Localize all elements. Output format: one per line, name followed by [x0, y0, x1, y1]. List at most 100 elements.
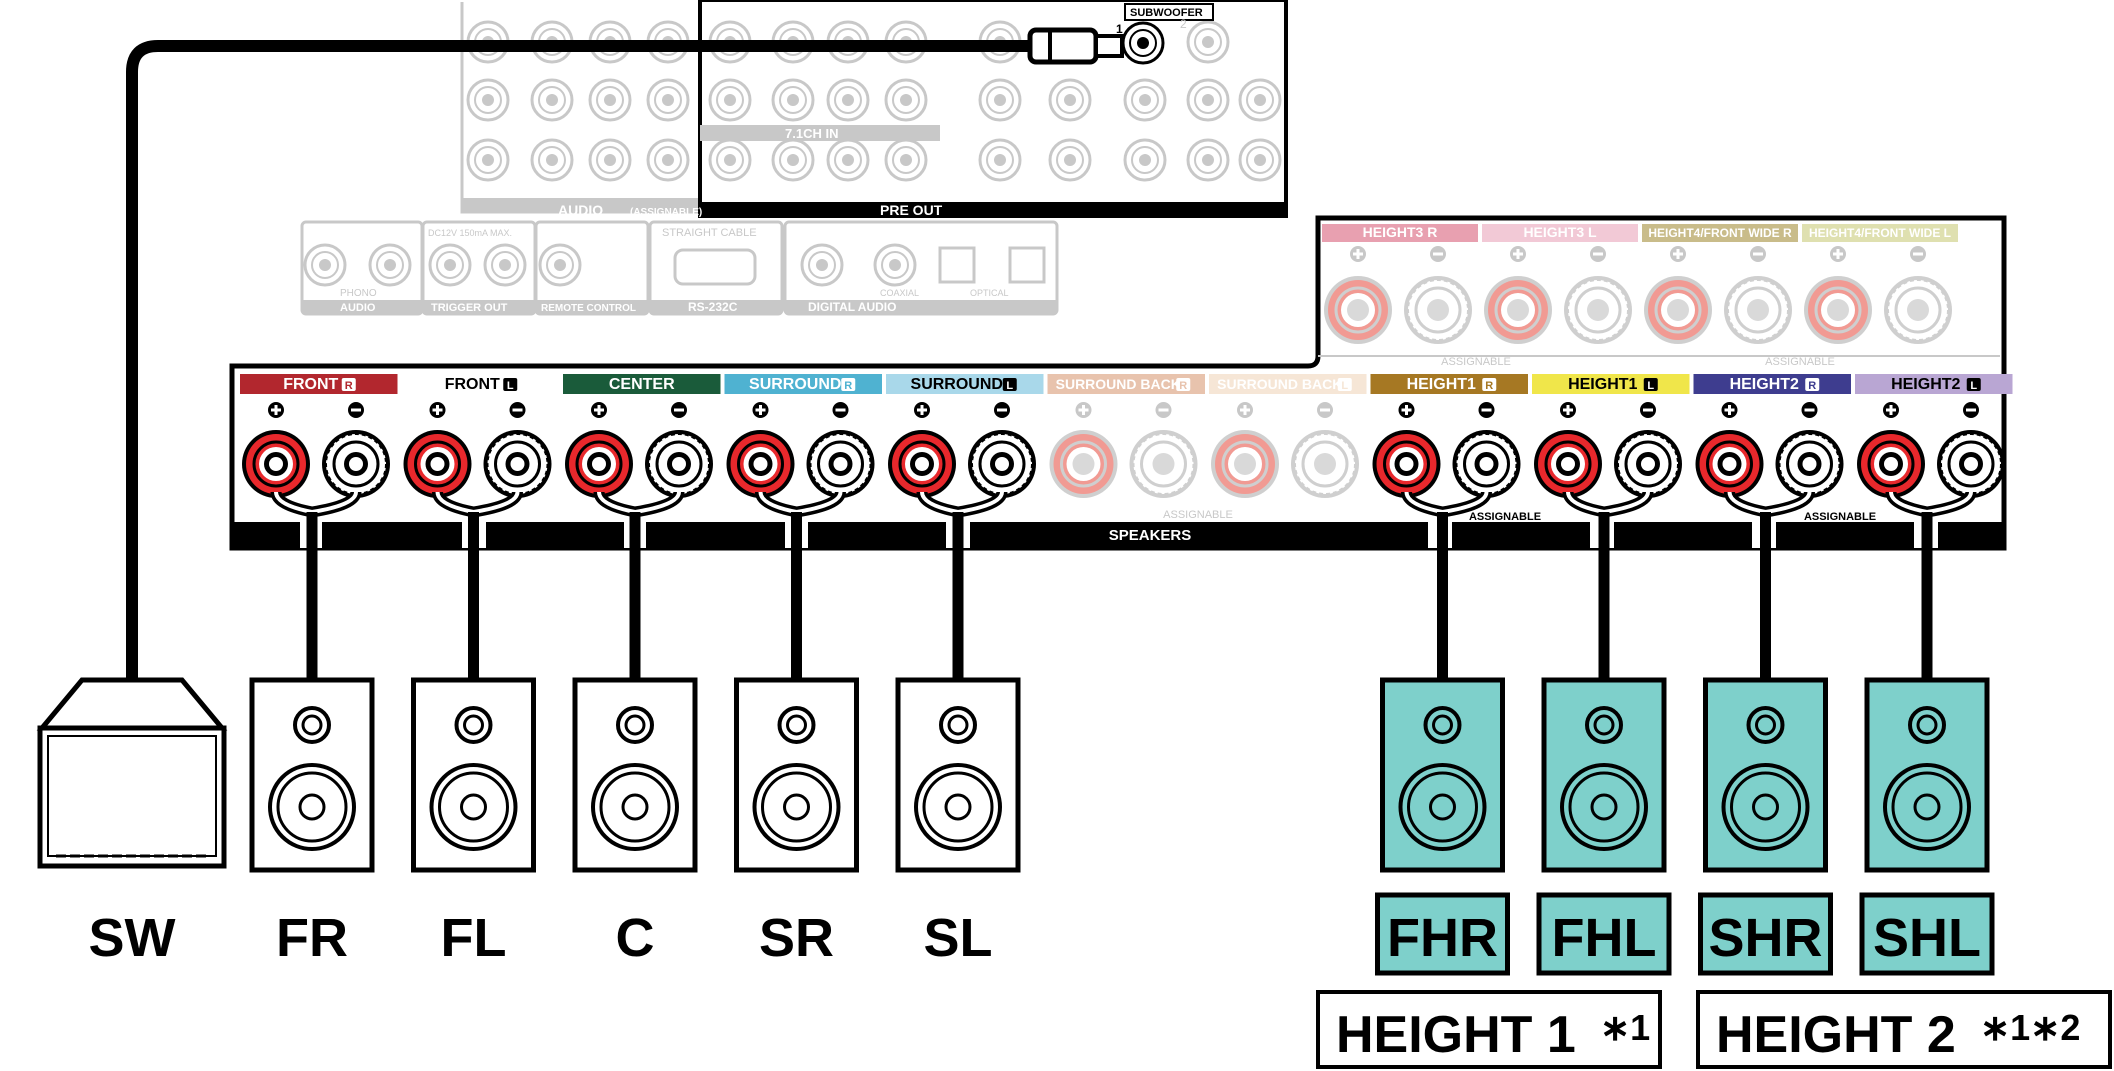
terminal-negative[interactable] — [320, 428, 392, 500]
faded-rca-jack — [978, 78, 1022, 122]
height-panel-label-bg — [1642, 224, 1798, 242]
height-panel-label: HEIGHT3 R — [1363, 224, 1438, 240]
plus-icon — [914, 402, 930, 418]
terminal-positive[interactable] — [402, 428, 473, 500]
plus-icon — [268, 402, 284, 418]
woofer-icon — [591, 763, 679, 851]
height2-group-note: ∗1∗2 — [1980, 1007, 2080, 1048]
speaker-code-box — [1375, 892, 1510, 976]
assignable-label-surround-back: ASSIGNABLE — [1163, 509, 1233, 521]
optical-label: OPTICAL — [970, 288, 1009, 298]
speaker-cabinet — [572, 677, 698, 873]
side-badge — [341, 378, 356, 391]
terminal-positive[interactable] — [1855, 428, 1927, 500]
faded-terminal-negative — [1882, 274, 1954, 346]
speaker-code-sr: SR — [759, 908, 834, 968]
tweeter-icon — [1585, 706, 1623, 744]
tweeter-icon — [777, 706, 816, 744]
terminal-negative[interactable] — [1774, 428, 1845, 500]
terminal-label: HEIGHT1 — [1568, 376, 1637, 393]
speaker-sr — [734, 677, 859, 873]
woofer-icon — [914, 763, 1002, 851]
faded-rca-jack — [708, 138, 752, 182]
speaker-fr — [249, 677, 375, 873]
terminal-label: SURROUND — [911, 376, 1003, 393]
faded-rca-jack — [646, 138, 690, 182]
phono-label: PHONO — [340, 288, 377, 299]
faded-rca-jack — [530, 78, 574, 122]
minus-icon — [671, 402, 687, 418]
assignable-label-height2: ASSIGNABLE — [1804, 511, 1876, 523]
side-badge-letter: L — [1970, 380, 1977, 392]
subwoofer-port-label: SUBWOOFER — [1130, 7, 1203, 19]
terminal-positive[interactable] — [1371, 428, 1442, 500]
terminal-negative[interactable] — [1451, 428, 1522, 500]
plus-icon — [1237, 402, 1253, 418]
side-badge — [503, 378, 518, 391]
terminal-positive[interactable] — [563, 428, 635, 500]
faded-rca-jack — [978, 138, 1022, 182]
faded-rca-jack — [1186, 138, 1230, 182]
minus-icon — [1590, 246, 1606, 262]
terminal-negative[interactable] — [643, 428, 715, 500]
tweeter-icon — [293, 706, 331, 744]
speaker-sl — [895, 677, 1021, 873]
minus-icon — [1317, 402, 1333, 418]
tweeter-icon — [454, 706, 493, 744]
faded-rca-jack — [771, 138, 815, 182]
woofer-icon — [1560, 763, 1648, 851]
subwoofer-preout-jack[interactable] — [1121, 21, 1165, 65]
terminal-label: HEIGHT1 — [1407, 376, 1476, 393]
plus-icon — [752, 402, 769, 418]
audio-in-title: AUDIO — [558, 202, 603, 218]
faded-terminal-positive — [1642, 274, 1714, 346]
terminal-label-bg — [1209, 374, 1367, 394]
terminal-positive[interactable] — [1694, 428, 1765, 500]
minus-icon — [1963, 402, 1979, 418]
faded-rca-jack — [1186, 78, 1230, 122]
terminal-negative[interactable] — [966, 428, 1038, 500]
speaker-cabinet — [411, 677, 536, 873]
terminal-negative[interactable] — [1612, 428, 1684, 500]
speaker-wire-highlight — [758, 491, 843, 514]
rear-panel-mid: AUDIO PHONO DC12V 150mA MAX. TRIGGER OUT… — [300, 220, 1059, 316]
terminal-negative[interactable] — [482, 428, 553, 500]
rs232-title: RS-232C — [688, 300, 738, 314]
plus-icon — [1560, 402, 1576, 418]
speaker-code-box — [1698, 892, 1833, 976]
speaker-code-fl: FL — [441, 908, 507, 968]
faded-rca-jack — [530, 138, 574, 182]
faded-rca-jack — [884, 138, 928, 182]
channel-7-1-title: 7.1CH IN — [785, 126, 838, 141]
height-panel-assignable: ASSIGNABLE — [1765, 356, 1835, 368]
height1-group-box: HEIGHT 1 ∗1 — [1316, 990, 1662, 1069]
terminal-positive[interactable] — [1532, 428, 1604, 500]
height-panel-assignable: ASSIGNABLE — [1441, 356, 1511, 368]
plus-icon — [429, 402, 446, 418]
rear-panel-top: AUDIO (ASSIGNABLE) 7.1CH IN PRE OUT SUBW… — [460, 0, 1288, 218]
faded-terminal-positive — [1802, 274, 1874, 346]
terminal-positive[interactable] — [886, 428, 958, 500]
height-panel-label-bg — [1482, 224, 1638, 242]
terminal-negative[interactable] — [1935, 428, 2007, 500]
woofer-icon — [429, 763, 518, 851]
side-badge — [1482, 378, 1497, 391]
terminal-label: FRONT — [445, 376, 500, 393]
speaker-fhl — [1541, 677, 1667, 873]
coaxial-label: COAXIAL — [880, 288, 919, 298]
speaker-code-fr: FR — [276, 908, 348, 968]
terminal-positive[interactable] — [725, 428, 796, 500]
subwoofer-cable — [126, 27, 1124, 680]
faded-rca-jack — [1048, 138, 1092, 182]
terminal-positive[interactable] — [240, 428, 312, 500]
speaker-fl — [411, 677, 536, 873]
terminal-label: SURROUND BACK — [1056, 376, 1181, 392]
faded-rca-jack — [588, 78, 632, 122]
side-badge — [1176, 378, 1191, 391]
side-badge-letter: L — [1006, 380, 1013, 392]
faded-rca-jack — [1186, 20, 1230, 64]
speaker-shl — [1864, 677, 1990, 873]
side-badge-letter: R — [1808, 380, 1816, 392]
terminal-negative[interactable] — [805, 428, 876, 500]
